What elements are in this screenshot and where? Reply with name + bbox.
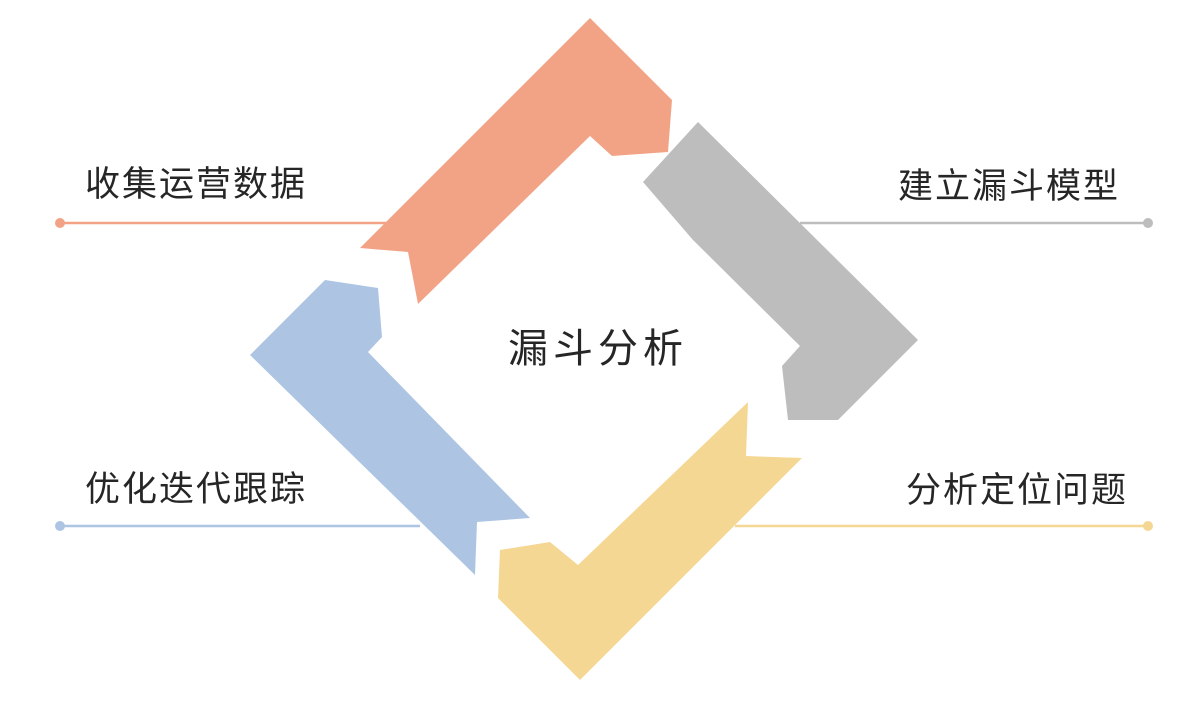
connector-optimize bbox=[55, 521, 420, 531]
step-label-analyze: 分析定位问题 bbox=[906, 471, 1128, 511]
arrow-segment-collect bbox=[360, 18, 672, 304]
connector-build bbox=[800, 218, 1153, 228]
arrow-segment-optimize bbox=[250, 280, 530, 575]
connector-dot-collect bbox=[55, 218, 65, 228]
connector-analyze bbox=[735, 521, 1153, 531]
connector-dot-analyze bbox=[1143, 521, 1153, 531]
center-label: 漏斗分析 bbox=[508, 326, 688, 372]
connector-collect bbox=[55, 218, 395, 228]
connector-dot-build bbox=[1143, 218, 1153, 228]
arrow-segment-analyze bbox=[498, 402, 802, 680]
step-label-collect: 收集运营数据 bbox=[85, 165, 307, 205]
step-label-build: 建立漏斗模型 bbox=[898, 167, 1120, 207]
step-label-optimize: 优化迭代跟踪 bbox=[85, 470, 307, 510]
arrow-segment-build bbox=[643, 122, 918, 420]
connector-dot-optimize bbox=[55, 521, 65, 531]
